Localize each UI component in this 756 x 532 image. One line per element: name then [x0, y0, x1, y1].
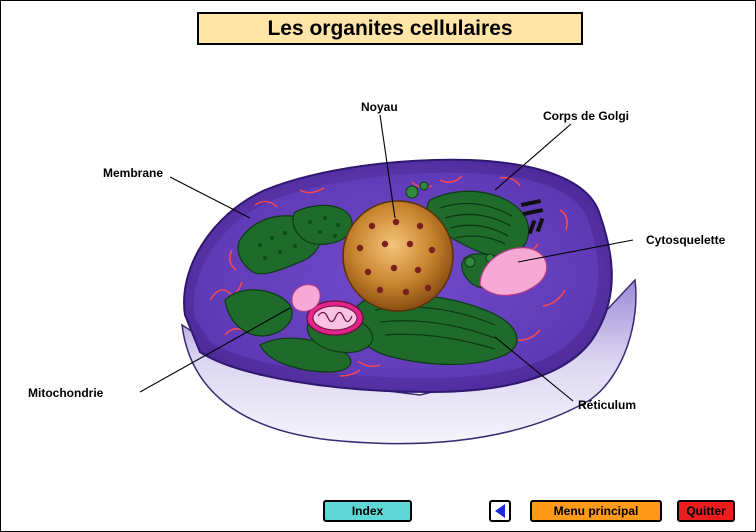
nucleus [343, 201, 453, 311]
quit-button[interactable]: Quitter [677, 500, 735, 522]
label-golgi: Corps de Golgi [543, 109, 629, 123]
label-noyau: Noyau [361, 100, 398, 114]
label-cytosquelette: Cytosquelette [646, 233, 725, 247]
label-reticulum: Réticulum [578, 398, 636, 412]
main-menu-button[interactable]: Menu principal [530, 500, 662, 522]
label-mitochondrie: Mitochondrie [28, 386, 103, 400]
back-button[interactable] [489, 500, 511, 522]
left-triangle-icon [493, 503, 507, 519]
index-button[interactable]: Index [323, 500, 412, 522]
pointer-membrane [170, 177, 250, 218]
label-membrane: Membrane [103, 166, 163, 180]
